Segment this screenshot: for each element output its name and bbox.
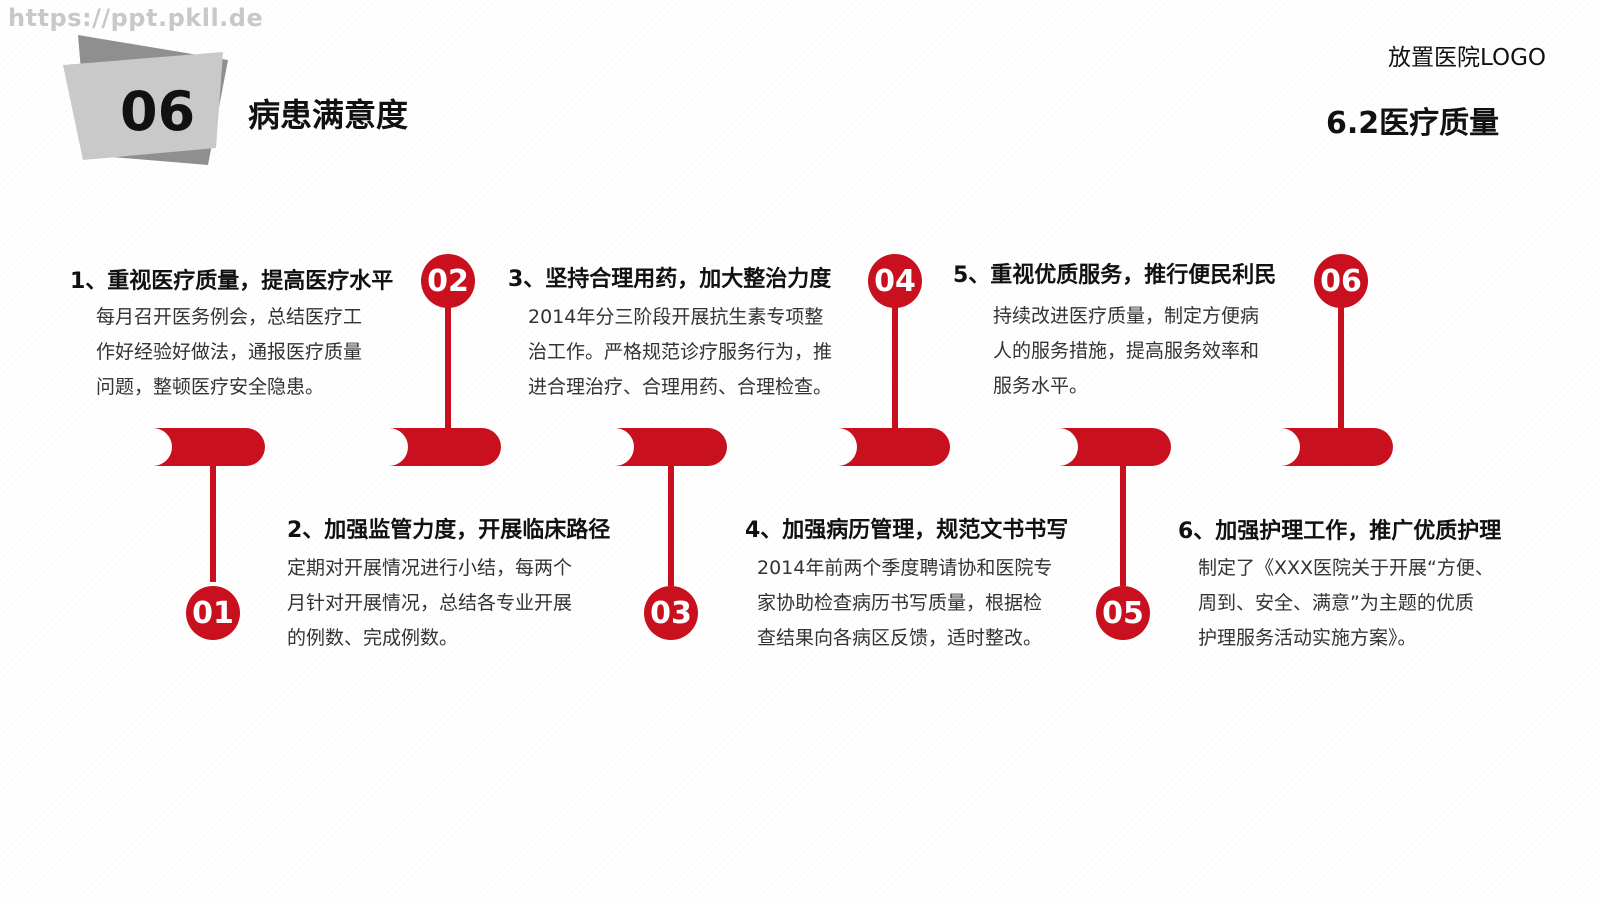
step-6-body: 制定了《XXX医院关于开展“方便、 周到、安全、满意”为主题的优质 护理服务活动… xyxy=(1198,551,1518,656)
step-1-body: 每月召开医务例会，总结医疗工 作好经验好做法，通报医疗质量 问题，整顿医疗安全隐… xyxy=(96,300,396,405)
step-1-heading: 1、重视医疗质量，提高医疗水平 xyxy=(70,269,394,294)
step-5-node: 05 xyxy=(1096,586,1150,640)
step-3-line: 治工作。严格规范诊疗服务行为，推 xyxy=(528,341,833,363)
step-1-node: 01 xyxy=(186,586,240,640)
step-6-line: 制定了《XXX医院关于开展“方便、 xyxy=(1198,557,1494,579)
step-3-line: 进合理治疗、合理用药、合理检查。 xyxy=(528,376,833,398)
step-4-stem xyxy=(892,306,898,432)
section-badge xyxy=(58,30,238,170)
page-title: 病患满意度 xyxy=(248,96,409,134)
step-2-stem xyxy=(445,306,451,432)
badge-number: 06 xyxy=(120,80,196,143)
step-5-heading: 5、重视优质服务，推行便民利民 xyxy=(953,263,1277,288)
step-4-line: 家协助检查病历书写质量，根据检 xyxy=(757,592,1043,614)
step-1-connector xyxy=(153,428,265,466)
step-2-line: 定期对开展情况进行小结，每两个 xyxy=(287,557,573,579)
step-2-heading: 2、加强监管力度，开展临床路径 xyxy=(287,518,611,543)
step-6-stem xyxy=(1338,306,1344,432)
step-2-body: 定期对开展情况进行小结，每两个 月针对开展情况，总结各专业开展 的例数、完成例数… xyxy=(287,551,597,656)
step-6-line: 护理服务活动实施方案》。 xyxy=(1198,627,1417,649)
step-2-line: 的例数、完成例数。 xyxy=(287,627,459,649)
step-5-connector xyxy=(1059,428,1171,466)
step-3-body: 2014年分三阶段开展抗生素专项整 治工作。严格规范诊疗服务行为，推 进合理治疗… xyxy=(528,300,848,405)
step-5-line: 持续改进医疗质量，制定方便病 xyxy=(993,305,1260,327)
step-4-connector xyxy=(838,428,950,466)
badge-shape xyxy=(63,35,228,165)
step-2-node: 02 xyxy=(421,254,475,308)
step-3-stem xyxy=(668,462,674,586)
section-label: 6.2医疗质量 xyxy=(1326,106,1500,141)
step-3-line: 2014年分三阶段开展抗生素专项整 xyxy=(528,306,824,328)
step-4-heading: 4、加强病历管理，规范文书书写 xyxy=(745,518,1069,543)
step-3-connector xyxy=(615,428,727,466)
step-5-line: 服务水平。 xyxy=(993,375,1089,397)
step-1-line: 作好经验好做法，通报医疗质量 xyxy=(96,341,363,363)
step-4-line: 查结果向各病区反馈，适时整改。 xyxy=(757,627,1043,649)
step-4-line: 2014年前两个季度聘请协和医院专 xyxy=(757,557,1053,579)
step-6-connector xyxy=(1281,428,1393,466)
step-6-heading: 6、加强护理工作，推广优质护理 xyxy=(1178,519,1502,544)
step-5-stem xyxy=(1120,462,1126,586)
step-1-line: 问题，整顿医疗安全隐患。 xyxy=(96,376,325,398)
step-2-connector xyxy=(389,428,501,466)
step-1-line: 每月召开医务例会，总结医疗工 xyxy=(96,306,363,328)
step-4-body: 2014年前两个季度聘请协和医院专 家协助检查病历书写质量，根据检 查结果向各病… xyxy=(757,551,1077,656)
step-2-line: 月针对开展情况，总结各专业开展 xyxy=(287,592,573,614)
step-3-node: 03 xyxy=(644,586,698,640)
step-5-body: 持续改进医疗质量，制定方便病 人的服务措施，提高服务效率和 服务水平。 xyxy=(993,299,1293,404)
step-6-line: 周到、安全、满意”为主题的优质 xyxy=(1198,592,1474,614)
logo-placeholder: 放置医院LOGO xyxy=(1388,45,1547,71)
watermark-text: https://ppt.pkll.de xyxy=(8,4,264,32)
step-4-node: 04 xyxy=(868,254,922,308)
step-1-stem xyxy=(210,462,216,582)
step-3-heading: 3、坚持合理用药，加大整治力度 xyxy=(508,267,832,292)
step-6-node: 06 xyxy=(1314,254,1368,308)
step-5-line: 人的服务措施，提高服务效率和 xyxy=(993,340,1260,362)
